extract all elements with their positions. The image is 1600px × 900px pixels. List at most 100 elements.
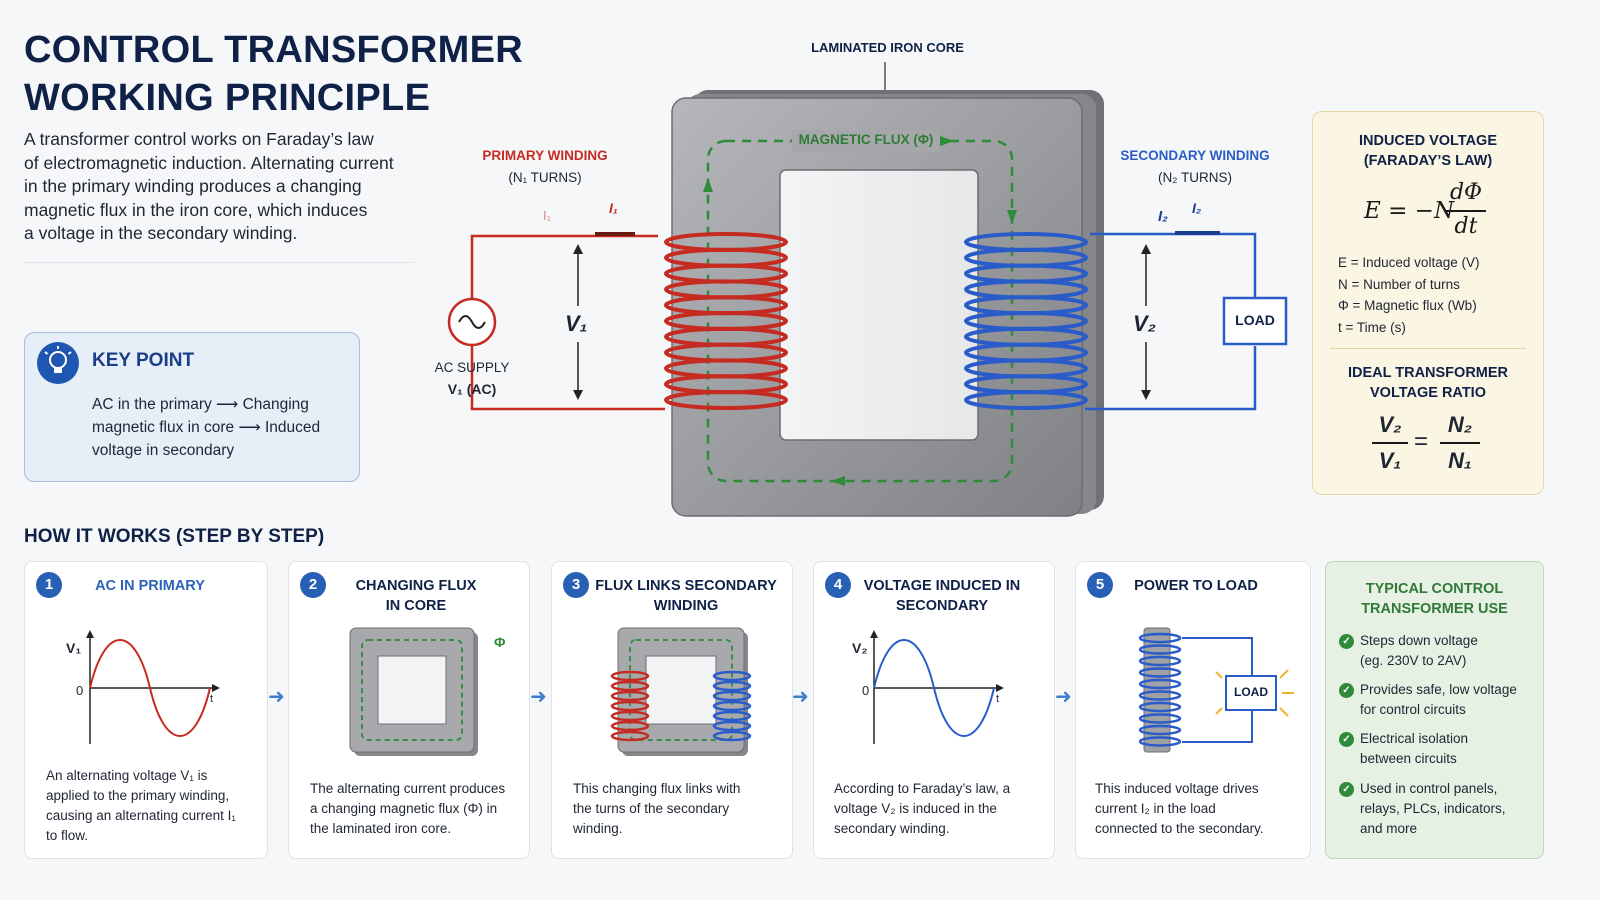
text-line: connected to the secondary.	[1095, 821, 1264, 836]
text-line: to flow.	[46, 828, 89, 843]
text-line: winding.	[573, 821, 623, 836]
phi-label: Φ	[494, 634, 506, 650]
use-item: Electrical isolation between circuits	[1360, 729, 1468, 769]
primary-coil	[664, 232, 788, 410]
intro-paragraph: A transformer control works on Faraday’s…	[24, 128, 414, 246]
text-line: Steps down voltage	[1360, 633, 1478, 648]
coil-turn	[712, 730, 752, 742]
how-it-works-title: HOW IT WORKS (STEP BY STEP)	[24, 526, 325, 547]
sine-wave-icon	[458, 315, 486, 329]
step-description: According to Faraday’s law, a voltage V₂…	[834, 779, 1044, 839]
step-description: This induced voltage drives current I₂ i…	[1095, 779, 1305, 839]
title-line-2: WORKING PRINCIPLE	[24, 77, 431, 119]
primary-current-label: I₁	[609, 200, 618, 216]
step-title: AC IN PRIMARY	[95, 578, 205, 594]
text-line: This induced voltage drives	[1095, 781, 1259, 796]
text-line: for control circuits	[1360, 702, 1466, 717]
step-card-4	[813, 561, 1055, 859]
step-title: VOLTAGE INDUCED IN SECONDARY	[856, 576, 1028, 616]
secondary-turns: (N₂ TURNS)	[1158, 170, 1232, 185]
check-icon: ✓	[1339, 683, 1354, 698]
faraday-equation-denominator: dt	[1454, 214, 1478, 239]
check-icon: ✓	[1339, 732, 1354, 747]
flux-linking-illustration	[610, 627, 752, 756]
primary-wire-bottom	[470, 344, 665, 411]
text-line: Electrical isolation	[1360, 731, 1469, 746]
secondary-current-label: I₂	[1192, 200, 1202, 216]
next-arrow-icon: ➜	[530, 686, 547, 708]
step-title: FLUX LINKS SECONDARY WINDING	[594, 576, 778, 616]
coil-turn	[1138, 667, 1182, 678]
arrow-icon	[573, 390, 583, 400]
text-line: Used in control panels,	[1360, 781, 1498, 796]
coil-turn	[610, 710, 650, 722]
coil-turn	[1138, 690, 1182, 701]
text-line: voltage V₂ is induced in the	[834, 801, 997, 816]
legend-item: E = Induced voltage (V)	[1338, 255, 1480, 270]
text-line: causing an alternating current I₁	[46, 808, 236, 823]
arrow-icon	[1141, 390, 1151, 400]
text-line: An alternating voltage V₁ is	[46, 768, 208, 783]
key-point-line: voltage in secondary	[92, 442, 235, 459]
title-line: TRANSFORMER USE	[1361, 601, 1508, 617]
axis-t-label: t	[210, 693, 214, 705]
lightbulb-icon	[37, 342, 79, 384]
coil-turn	[610, 690, 650, 702]
intro-line: in the primary winding produces a changi…	[24, 176, 362, 196]
arrow-icon	[573, 244, 583, 254]
title-line: CHANGING FLUX	[355, 578, 477, 594]
intro-line: magnetic flux in the iron core, which in…	[24, 199, 368, 220]
title-line: VOLTAGE INDUCED IN	[863, 578, 1021, 594]
coil-turn	[1138, 701, 1182, 713]
key-point-card	[24, 332, 360, 482]
text-line: (eg. 230V to 2AV)	[1360, 653, 1467, 668]
primary-winding-title: PRIMARY WINDING	[482, 148, 608, 163]
step-card-1	[24, 561, 268, 859]
fraction-bar	[1446, 210, 1486, 212]
title-line: TYPICAL CONTROL	[1365, 581, 1504, 597]
primary-current-faint-label: I₁	[543, 208, 551, 223]
typical-use-card	[1325, 561, 1544, 859]
axis-zero-label: 0	[862, 683, 870, 698]
flux-arrow-icon	[940, 136, 954, 146]
induced-voltage-title: INDUCED VOLTAGE (FARADAY’S LAW)	[1312, 131, 1544, 171]
next-arrow-icon: ➜	[1055, 686, 1072, 708]
title-line: INDUCED VOLTAGE	[1358, 133, 1498, 149]
ac-supply-label: AC SUPPLY	[434, 360, 510, 375]
step-number: 2	[300, 572, 326, 598]
coil-turn	[712, 690, 752, 702]
arrow-icon	[1141, 244, 1151, 254]
ratio-v1: V₁	[1378, 448, 1402, 473]
v2-label: V₂	[1133, 311, 1157, 336]
coil-turn	[964, 390, 1088, 410]
fraction-bar	[1372, 442, 1408, 444]
text-line: This changing flux links with	[573, 781, 741, 796]
intro-line: a voltage in the secondary winding.	[24, 223, 298, 243]
induced-voltage-waveform-chart	[870, 630, 1004, 744]
secondary-current-left-label: I₂	[1158, 208, 1168, 225]
coil-turn	[1138, 736, 1182, 747]
coil-turn	[1138, 713, 1182, 724]
typical-use-title: TYPICAL CONTROL TRANSFORMER USE	[1325, 579, 1544, 619]
coil-turn	[712, 710, 752, 722]
flux-label-bg	[792, 130, 940, 152]
text-line: and more	[1360, 821, 1418, 836]
title-line: (FARADAY’S LAW)	[1363, 153, 1493, 169]
v1-label: V₁	[565, 311, 588, 336]
coil-turn	[1138, 632, 1182, 644]
divider	[1330, 348, 1526, 349]
coil-turn	[1138, 678, 1182, 690]
axis-v-label: V₂	[852, 640, 868, 656]
secondary-wire-bottom	[1085, 346, 1257, 411]
page-title: CONTROL TRANSFORMER WORKING PRINCIPLE	[24, 26, 523, 122]
text-line: According to Faraday’s law, a	[834, 781, 1011, 796]
title-line: SECONDARY	[895, 598, 989, 614]
step-description: The alternating current produces a chang…	[310, 779, 520, 839]
faraday-equation-lhs: E = −N	[1364, 198, 1455, 224]
step-number: 3	[563, 572, 589, 598]
ac-supply-voltage: V₁ (AC)	[447, 381, 497, 397]
axis-zero-label: 0	[76, 683, 84, 698]
primary-wire-top	[470, 234, 658, 300]
core-window	[779, 169, 979, 441]
divider	[24, 262, 414, 263]
